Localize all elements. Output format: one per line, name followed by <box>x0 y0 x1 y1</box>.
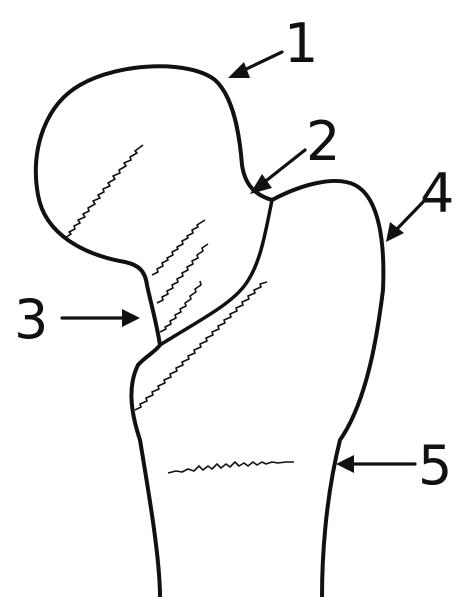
fracture-line-2b <box>157 244 208 303</box>
label-3: 3 <box>14 288 48 351</box>
neck-inner-line <box>160 200 272 345</box>
arrow-1 <box>228 52 282 78</box>
arrow-5 <box>336 455 415 473</box>
fracture-line-4 <box>135 282 267 410</box>
fracture-line-1 <box>65 145 143 238</box>
label-5: 5 <box>418 434 452 497</box>
label-2: 2 <box>306 110 340 173</box>
label-1: 1 <box>284 12 318 75</box>
label-4: 4 <box>420 162 454 225</box>
fracture-line-2a <box>152 220 205 275</box>
arrow-3 <box>62 309 140 327</box>
fracture-line-5 <box>168 462 294 473</box>
